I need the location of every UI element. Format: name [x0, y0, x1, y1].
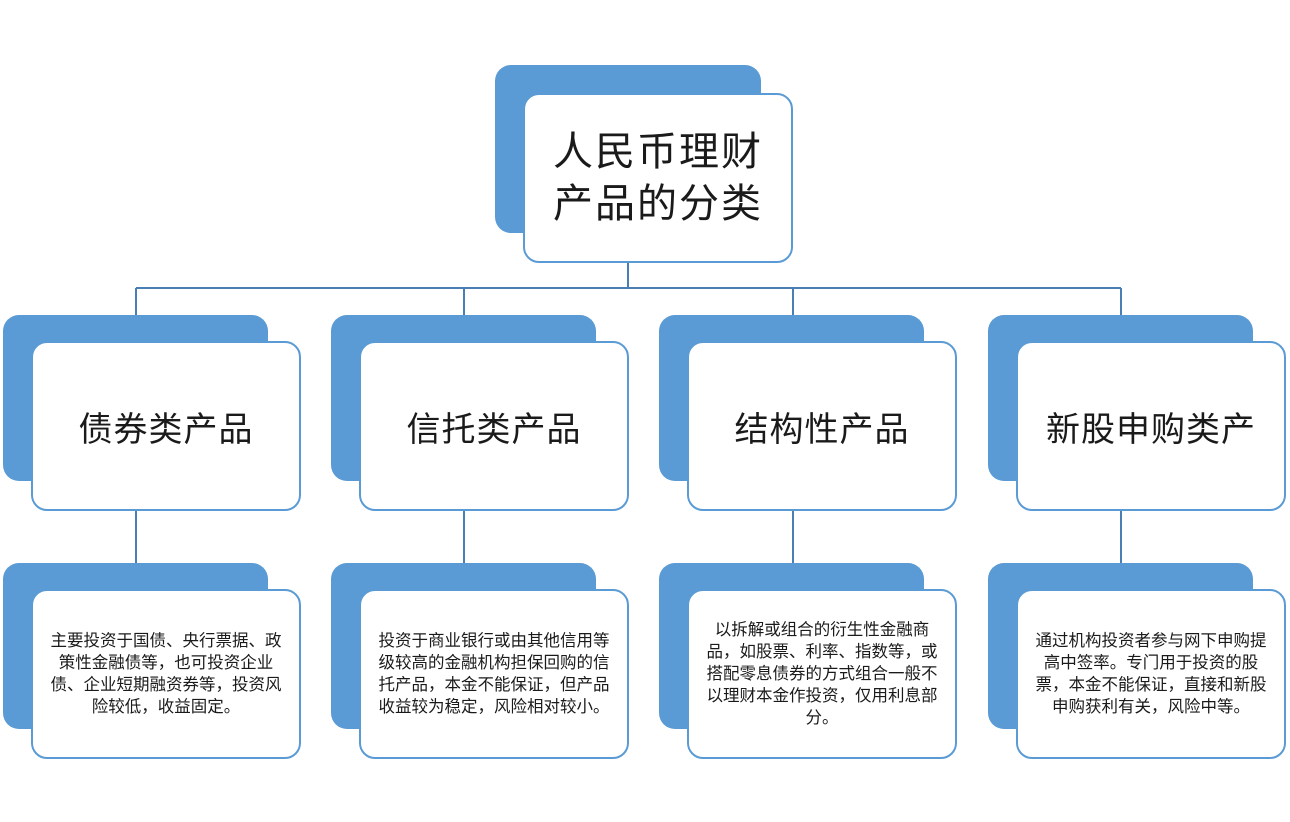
- desc-text: 通过机构投资者参与网下申购提高中签率。专门用于投资的股票，本金不能保证，直接和新…: [1035, 631, 1267, 716]
- category-title: 新股申购类产: [1046, 409, 1256, 450]
- category-title: 信托类产品: [406, 409, 582, 450]
- category-title: 结构性产品: [734, 409, 910, 450]
- desc-text: 以拆解或组合的衍生性金融商品，如股票、利率、指数等，或搭配零息债券的方式组合一般…: [706, 620, 938, 727]
- category-title: 债券类产品: [78, 409, 254, 450]
- root-title: 人民币理财 产品的分类: [553, 129, 763, 227]
- desc-text: 投资于商业银行或由其他信用等级较高的金融机构担保回购的信托产品，本金不能保证，但…: [378, 631, 610, 716]
- desc-text: 主要投资于国债、央行票据、政策性金融债等，也可投资企业债、企业短期融资券等，投资…: [50, 631, 282, 716]
